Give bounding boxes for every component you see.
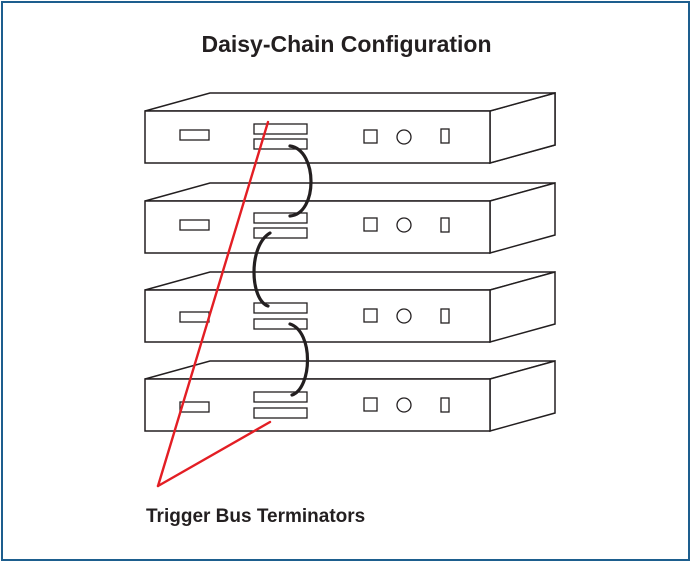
- instrument-3-switch-icon: [440, 308, 450, 324]
- instrument-2: [144, 182, 556, 254]
- instrument-4-trigger-port-upper: [253, 391, 308, 403]
- terminator-pointer-bottom: [156, 420, 272, 488]
- daisy-chain-diagram: [144, 92, 556, 488]
- instrument-2-trigger-port-lower: [253, 227, 308, 239]
- terminators-caption: Trigger Bus Terminators: [146, 506, 366, 527]
- instrument-3-top-face: [144, 271, 556, 291]
- instrument-1-display: [179, 129, 210, 141]
- instrument-1-round-knob-icon: [396, 129, 412, 145]
- trigger-cable-1-to-2: [288, 144, 313, 218]
- instrument-4-square-control-icon: [363, 397, 378, 412]
- terminator-pointer-top: [156, 120, 270, 488]
- instrument-4: [144, 360, 556, 432]
- instrument-3-trigger-port-lower: [253, 318, 308, 330]
- instrument-1-top-face: [144, 92, 556, 112]
- instrument-4-round-knob-icon: [396, 397, 412, 413]
- instrument-3-round-knob-icon: [396, 308, 412, 324]
- instrument-1-square-control-icon: [363, 129, 378, 144]
- instrument-2-round-knob-icon: [396, 217, 412, 233]
- instrument-3-square-control-icon: [363, 308, 378, 323]
- instrument-4-display: [179, 401, 210, 413]
- trigger-cable-2-to-3: [252, 231, 272, 308]
- instrument-4-switch-icon: [440, 397, 450, 413]
- instrument-2-display: [179, 219, 210, 231]
- instrument-4-top-face: [144, 360, 556, 380]
- trigger-cable-3-to-4: [288, 322, 309, 397]
- instrument-2-trigger-port-upper: [253, 212, 308, 224]
- instrument-3: [144, 271, 556, 343]
- diagram-title: Daisy-Chain Configuration: [201, 31, 492, 57]
- instrument-3-display: [179, 311, 210, 323]
- instrument-2-top-face: [144, 182, 556, 202]
- instrument-4-trigger-port-lower: [253, 407, 308, 419]
- instrument-1-trigger-port-lower: [253, 138, 308, 150]
- instrument-1-trigger-port-upper: [253, 123, 308, 135]
- instrument-2-square-control-icon: [363, 217, 378, 232]
- instrument-3-trigger-port-upper: [253, 302, 308, 314]
- instrument-1: [144, 92, 556, 164]
- instrument-2-switch-icon: [440, 217, 450, 233]
- instrument-1-switch-icon: [440, 128, 450, 144]
